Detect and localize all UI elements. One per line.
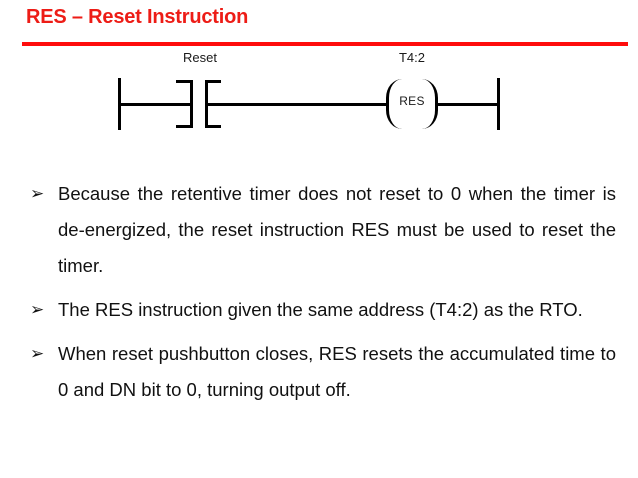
coil-address-label: T4:2 — [398, 50, 425, 65]
list-item: ➢ The RES instruction given the same add… — [28, 292, 616, 328]
contact-stub-left-top — [176, 80, 192, 83]
contact-label: Reset — [183, 50, 217, 65]
contact-stub-right-bottom — [205, 125, 221, 128]
contact-stub-right-top — [205, 80, 221, 83]
list-item: ➢ When reset pushbutton closes, RES rese… — [28, 336, 616, 408]
list-item-text: The RES instruction given the same addre… — [58, 299, 583, 320]
coil-instruction-text: RES — [399, 94, 425, 108]
contact-right-bar — [205, 80, 208, 128]
list-item: ➢ Because the retentive timer does not r… — [28, 176, 616, 284]
bullet-arrow-icon: ➢ — [30, 300, 45, 319]
contact-stub-left-bottom — [176, 125, 192, 128]
bullet-arrow-icon: ➢ — [30, 184, 45, 203]
res-coil-icon: RES — [386, 79, 438, 129]
ladder-diagram: Reset T4:2 RES — [0, 46, 638, 146]
coil-left-paren — [386, 79, 402, 129]
rung-segment-middle — [205, 103, 389, 106]
contact-left-bar — [190, 80, 193, 128]
normally-open-contact-icon — [176, 80, 221, 128]
rung-segment-right — [435, 103, 500, 106]
bullet-arrow-icon: ➢ — [30, 344, 45, 363]
list-item-text: When reset pushbutton closes, RES resets… — [58, 343, 616, 400]
coil-right-paren — [422, 79, 438, 129]
list-item-text: Because the retentive timer does not res… — [58, 183, 616, 276]
bullet-list: ➢ Because the retentive timer does not r… — [28, 176, 616, 408]
page-title: RES – Reset Instruction — [26, 6, 249, 28]
title-divider — [22, 42, 628, 46]
rung-segment-left — [118, 103, 193, 106]
